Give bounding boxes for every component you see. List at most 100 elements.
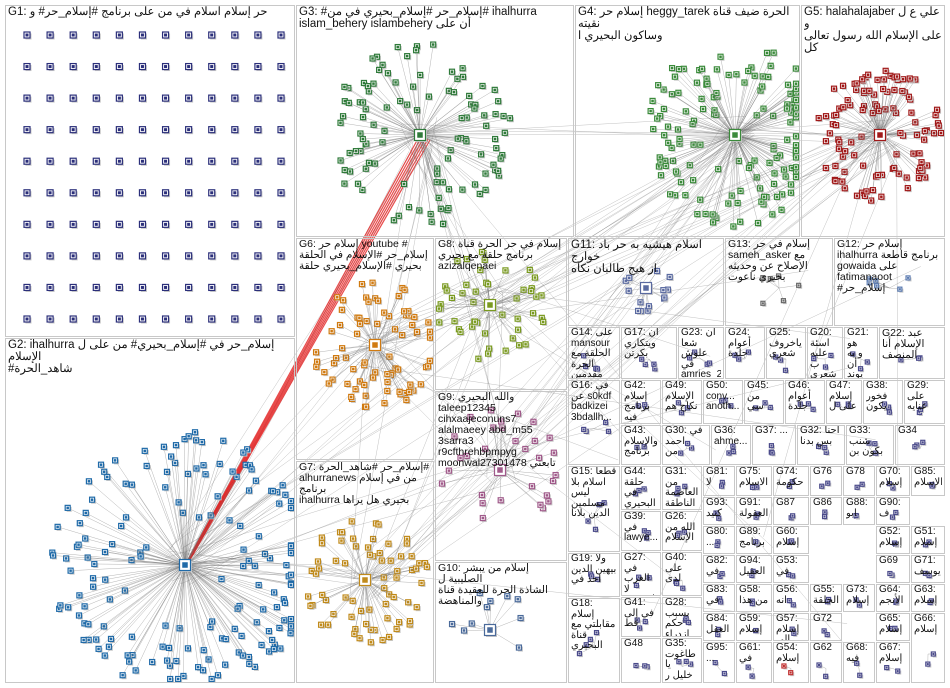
- group-box-g82[interactable]: G82: في: [703, 555, 735, 583]
- group-label-g64: G64: الأنجم: [879, 585, 907, 606]
- group-box-g74[interactable]: G74: حكومة: [773, 466, 809, 496]
- group-label-g37: G37: ...: [755, 426, 793, 437]
- group-box-g64[interactable]: G64: الأنجم: [876, 584, 910, 612]
- group-box-g16[interactable]: G16: في عن s0kdf badkizei 3bdallh...: [568, 380, 620, 465]
- group-box-g40[interactable]: G40: على لدى: [662, 552, 702, 596]
- group-box-g76[interactable]: G76: [810, 466, 842, 496]
- group-box-g32[interactable]: G32: احنا بس بدنا: [797, 425, 845, 465]
- group-box-g36[interactable]: G36: ahme...: [711, 425, 751, 465]
- group-box-g65[interactable]: G65: إسلام: [876, 613, 910, 641]
- group-box-g84[interactable]: G84: العقل: [703, 613, 735, 641]
- group-box-g14[interactable]: G14: على mansour الحلقة مع الحرة مقدمين: [568, 327, 620, 379]
- group-box-g3[interactable]: G3: #إسلام_حر #إسلام_بحيري في من# ihalhu…: [296, 5, 574, 237]
- group-box-g67[interactable]: G67: إسلام: [876, 642, 910, 683]
- group-box-g80[interactable]: G80: ...: [703, 526, 735, 554]
- group-box-g42[interactable]: G42: إسلام برنامج فيه بينسف: [621, 380, 661, 424]
- group-box-g31[interactable]: G31: من العاصمة الناطقة: [662, 466, 702, 510]
- group-label-g91: G91: العقولة: [739, 498, 769, 519]
- group-box-g20[interactable]: G20: اسئة عليه ب شعري: [807, 327, 843, 379]
- group-box-g1[interactable]: G1: حر إسلام اسلام في من على برنامج #إسل…: [5, 5, 295, 337]
- group-box-g91[interactable]: G91: العقولة: [736, 497, 772, 525]
- group-box-g85[interactable]: G85: الإسلام: [911, 466, 945, 496]
- group-box-g10[interactable]: G10: إسلام من يبشر الصليبية ل الشاذة الح…: [435, 562, 567, 683]
- group-box-g68[interactable]: G68: فيه: [843, 642, 875, 683]
- group-box-g72[interactable]: G72: [810, 613, 842, 641]
- group-box-g61[interactable]: G61: في: [736, 642, 772, 683]
- group-box-g44[interactable]: G44: حلقة في البحيري: [621, 466, 661, 510]
- group-box-g11[interactable]: G11: اسلام هيشيه به حر باد خوارج از هيج …: [568, 238, 724, 326]
- group-box-g47[interactable]: G47: إسلام على ل: [826, 380, 862, 424]
- group-box-g75[interactable]: G75: الاسلام: [736, 466, 772, 496]
- group-box-g73[interactable]: G73: إسلام: [843, 584, 875, 612]
- group-box-g35[interactable]: G35: طاغوت يا خليل ر: [662, 638, 702, 683]
- group-box-g4[interactable]: G4: إسلام حر heggy_tarek الحرة ضيف قناة …: [575, 5, 800, 237]
- group-box-g88[interactable]: G88: ابو: [843, 497, 875, 525]
- group-box-g8[interactable]: G8: إسلام في حر الحرة قناة برنامج حلقة م…: [435, 238, 567, 390]
- group-box-g17[interactable]: G17: أن ويتكاري بكرتن: [621, 327, 677, 379]
- group-box-g13[interactable]: G13: إسلام في حر sameh_asker مع الإصلاح …: [725, 238, 833, 326]
- group-box-g94[interactable]: G94: العقيل: [736, 555, 772, 583]
- group-box-g34[interactable]: G34: [895, 425, 945, 465]
- group-box-g23[interactable]: G23: أن شعا علوش في amries_21869: [678, 327, 724, 379]
- group-box-g71[interactable]: G71: يوسف: [911, 555, 945, 583]
- group-box-g87[interactable]: G87: [773, 497, 809, 525]
- group-box-g7[interactable]: G7: إسلام_حر #شاهد_الحرة# alhurranews من…: [296, 461, 434, 683]
- group-box-g49[interactable]: G49: الإسلام نكاح هم: [662, 380, 702, 424]
- group-box-g70[interactable]: G70: إسلام: [876, 466, 910, 496]
- group-box-g27[interactable]: G27: في الغرب لا لبيتهم و: [621, 552, 661, 596]
- group-box-g58[interactable]: G58: من هذا: [736, 584, 772, 612]
- group-box-g43[interactable]: G43: والإسلام برنامج: [621, 425, 661, 465]
- group-box-g18[interactable]: G18: إسلام مقابلتي مع قناة البحيري: [568, 598, 620, 683]
- group-box-g48[interactable]: G48: [621, 638, 661, 683]
- group-box-g59[interactable]: G59: إسلام: [736, 613, 772, 641]
- group-box-g38[interactable]: G38: فخور يكون: [863, 380, 903, 424]
- group-box-g66[interactable]: G66: إسلام: [911, 613, 945, 683]
- group-label-g7: G7: إسلام_حر #شاهد_الحرة# alhurranews من…: [299, 462, 431, 506]
- group-box-g30[interactable]: G30: في احمد من: [662, 425, 710, 465]
- group-box-g50[interactable]: G50: conv... anoth...: [703, 380, 743, 424]
- group-box-g90[interactable]: G90: ف: [876, 497, 910, 525]
- group-box-g21[interactable]: G21: هو و به أن يوند: [844, 327, 878, 379]
- group-box-g63[interactable]: G63: إسلام: [911, 584, 945, 612]
- group-label-g41: G41: في إلى قط: [624, 598, 658, 630]
- group-box-g28[interactable]: G28: بسبب حكم إزدراء: [662, 597, 702, 637]
- group-box-g15[interactable]: G15: قطعا اسلام بلا ليس مسلمين الدين بلا…: [568, 466, 620, 552]
- group-box-g55[interactable]: G55: الحلقة: [810, 584, 842, 612]
- group-box-g53[interactable]: G53: في: [773, 555, 809, 583]
- group-label-g48: G48: [624, 639, 658, 650]
- group-box-g95[interactable]: G95: ...: [703, 642, 735, 683]
- group-box-g37[interactable]: G37: ...: [752, 425, 796, 465]
- group-box-g56[interactable]: G56: انه: [773, 584, 809, 612]
- group-box-g86[interactable]: G86: [810, 497, 842, 525]
- group-box-g25[interactable]: G25: ياخروف شعري: [766, 327, 806, 379]
- group-box-g54[interactable]: G54: إسلام: [773, 642, 809, 683]
- group-box-g24[interactable]: G24: أعوام جلدة: [725, 327, 765, 379]
- group-box-g62[interactable]: G62: [810, 642, 842, 683]
- group-box-g57[interactable]: G57: إسلام إلى: [773, 613, 809, 641]
- group-box-g41[interactable]: G41: في إلى قط: [621, 597, 661, 637]
- group-box-g46[interactable]: G46: أعوام جلدة: [785, 380, 825, 424]
- group-box-g69[interactable]: G69: [876, 555, 910, 583]
- group-box-g81[interactable]: G81: لا: [703, 466, 735, 496]
- group-box-g22[interactable]: G22: عبد الإسلام أنا المنصف: [879, 327, 945, 379]
- group-box-g2[interactable]: G2: ihalhurra إسلام_حر في #إسلام_بحيري# …: [5, 338, 295, 683]
- group-box-g45[interactable]: G45: من سي: [744, 380, 784, 424]
- group-box-g29[interactable]: G29: على عنايه: [904, 380, 945, 424]
- group-box-g39[interactable]: G39: في lawye...: [621, 511, 661, 551]
- group-box-g83[interactable]: G83: في: [703, 584, 735, 612]
- group-box-g78[interactable]: G78: [843, 466, 875, 496]
- group-box-g33[interactable]: G33: شنب بكون بن: [846, 425, 894, 465]
- group-box-g51[interactable]: G51: إسلام: [911, 526, 945, 554]
- group-box-g12[interactable]: G12: إسلام حر ihalhurra برنامج قاطعة gow…: [834, 238, 945, 326]
- group-box-g9[interactable]: G9: والله البحيري taleep12345 cihxaajeco…: [435, 391, 567, 561]
- group-box-g60[interactable]: G60: إسلام: [773, 526, 809, 554]
- group-label-g14: G14: على mansour الحلقة مع الحرة مقدمين: [571, 328, 617, 379]
- group-label-g88: G88: ابو: [846, 498, 872, 519]
- group-box-g19[interactable]: G19: ولا بيهين الدين احد في: [568, 553, 620, 597]
- group-box-g93[interactable]: G93: كنيد: [703, 497, 735, 525]
- group-box-g6[interactable]: G6: إسلام حر youtube # إسلام_حر #الإسلام…: [296, 238, 434, 460]
- group-box-g89[interactable]: G89: برنامج: [736, 526, 772, 554]
- group-box-g52[interactable]: G52: إسلام: [876, 526, 910, 554]
- group-box-g5[interactable]: G5: halahalajaber علي ع ل و على الإسلام …: [801, 5, 945, 237]
- group-box-g26[interactable]: G26: الله من الإسلام: [662, 511, 702, 551]
